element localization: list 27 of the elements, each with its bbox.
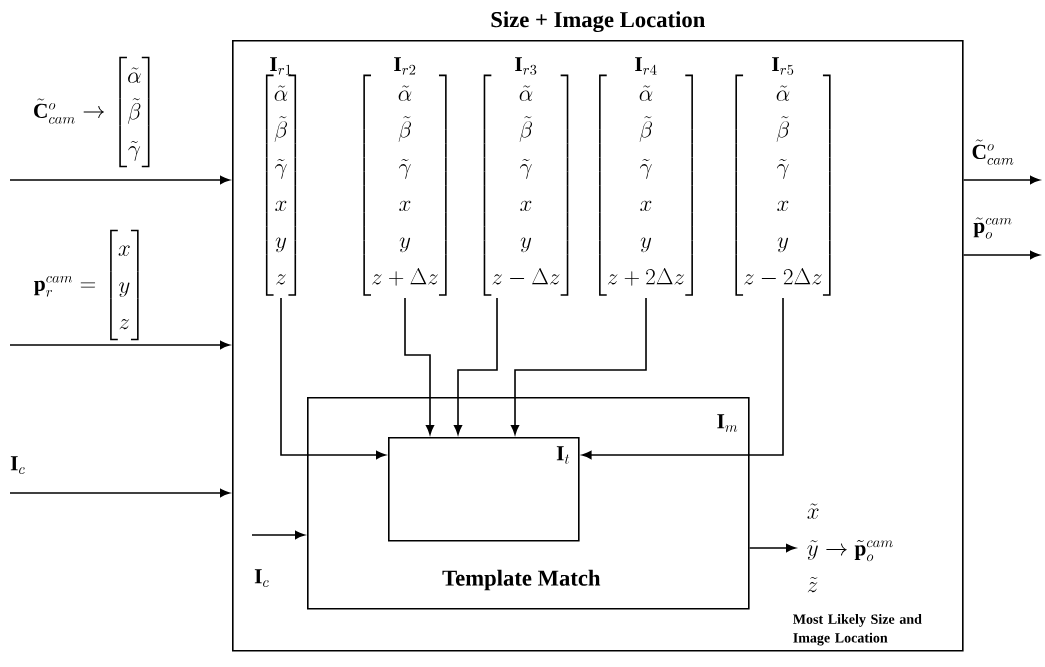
vector-column: $\mathbf{I}_{r1}$ $\begin{bmatrix}\tilde{\alpha}\\ \tilde{\beta}\\ \tilde{\gamma}\\ x\\ y\\ z\end{bmatrix}$ xyxy=(265,57,297,296)
edge-label: $\mathbf{I}_c$ xyxy=(254,569,269,587)
edge-label: $\mathbf{I}_c$ xyxy=(10,456,25,474)
arrow xyxy=(280,297,386,460)
edge-label: $\tilde{\mathbf{p}}_o^{cam}$ xyxy=(973,217,1012,239)
arrow xyxy=(9,340,230,350)
template-box: $\mathbf{I}_t$ xyxy=(388,437,580,542)
note-text: Most Likely Size and Image Location xyxy=(793,614,922,646)
edge-label: $\mathbf{p}_r^{cam} = \begin{bmatrix}x\\ y\\ z\end{bmatrix}$ xyxy=(34,229,139,341)
vector-column: $\mathbf{I}_{r4}$ $\begin{bmatrix}\tilde{\alpha}\\ \tilde{\beta}\\ \tilde{\gamma}\\ x\\ y\\ z + 2\Delta z\end{bmatrix}$ xyxy=(599,57,693,296)
arrow xyxy=(748,543,796,553)
arrow xyxy=(453,297,498,435)
output-formula: $\begin{array}{l}\tilde{x}\\ \tilde{y} \rightarrow \tilde{\mathbf{p}}_o^{cam}\\ \tilde{z}\end{array}$ xyxy=(807,503,893,593)
edge-label: $\tilde{\mathbf{C}}^{o}_{cam} \rightarrow \begin{bmatrix}\tilde{\alpha}\\ \tilde{\beta}\\ \tilde{\gamma}\end{bmatrix}$ xyxy=(34,56,150,168)
node-label: Size + Image Location xyxy=(491,11,705,33)
arrow xyxy=(510,297,647,435)
edge-label: $\tilde{\mathbf{C}}^{o}_{cam}$ xyxy=(972,139,1014,165)
arrow xyxy=(9,175,230,185)
arrow xyxy=(962,250,1040,260)
arrow xyxy=(582,297,784,460)
vector-column: $\mathbf{I}_{r3}$ $\begin{bmatrix}\tilde{\alpha}\\ \tilde{\beta}\\ \tilde{\gamma}\\ x\\ y\\ z - \Delta z\end{bmatrix}$ xyxy=(483,57,569,296)
arrow xyxy=(9,488,230,498)
vector-column: $\mathbf{I}_{r2}$ $\begin{bmatrix}\tilde{\alpha}\\ \tilde{\beta}\\ \tilde{\gamma}\\ x\\ y\\ z + \Delta z\end{bmatrix}$ xyxy=(363,57,447,296)
vector-column: $\mathbf{I}_{r5}$ $\begin{bmatrix}\tilde{\alpha}\\ \tilde{\beta}\\ \tilde{\gamma}\\ x\\ y\\ z - 2\Delta z\end{bmatrix}$ xyxy=(735,57,831,296)
arrow xyxy=(251,530,305,540)
arrow xyxy=(962,175,1040,185)
arrow xyxy=(404,297,435,435)
